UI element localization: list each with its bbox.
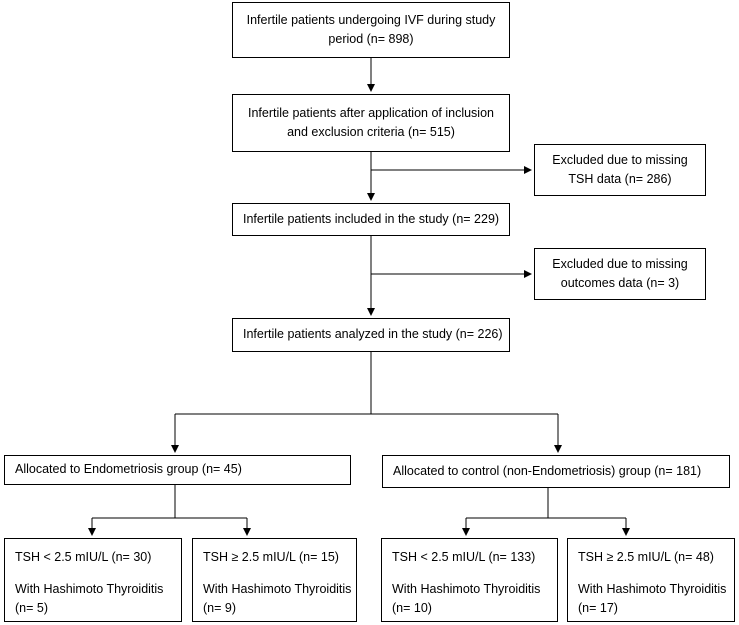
- screened-box: Infertile patients undergoing IVF during…: [232, 2, 510, 58]
- control-group-label: Allocated to control (non-Endometriosis)…: [393, 463, 702, 478]
- control-group-box: Allocated to control (non-Endometriosis)…: [382, 455, 730, 488]
- endo-low-tsh-count: TSH < 2.5 mIU/L (n= 30): [15, 550, 152, 564]
- included-box: Infertile patients included in the study…: [232, 203, 510, 236]
- control-low-hashimoto-count: (n= 10): [392, 600, 432, 615]
- analyzed-label: Infertile patients analyzed in the study…: [243, 327, 503, 342]
- excluded-tsh-box: Excluded due to missing TSH data (n= 286…: [534, 144, 706, 196]
- endo-low-hashimoto-count: (n= 5): [15, 600, 49, 615]
- control-high-tsh-count: TSH ≥ 2.5 mIU/L (n= 48): [578, 550, 714, 564]
- eligible-box: Infertile patients after application of …: [232, 94, 510, 152]
- control-low-hashimoto-label: With Hashimoto Thyroiditis: [392, 581, 541, 596]
- control-high-hashimoto-label: With Hashimoto Thyroiditis: [578, 581, 727, 596]
- excluded-tsh-line-1: Excluded due to missing: [552, 152, 688, 167]
- endo-high-tsh-count: TSH ≥ 2.5 mIU/L (n= 15): [203, 550, 339, 564]
- endometriosis-group-box: Allocated to Endometriosis group (n= 45): [4, 455, 351, 485]
- eligible-line-1: Infertile patients after application of …: [248, 105, 494, 120]
- excluded-outcomes-box: Excluded due to missing outcomes data (n…: [534, 248, 706, 300]
- screened-line-2: period (n= 898): [328, 32, 414, 46]
- control-low-tsh-count: TSH < 2.5 mIU/L (n= 133): [392, 550, 536, 564]
- endometriosis-group-label: Allocated to Endometriosis group (n= 45): [15, 462, 242, 477]
- screened-line-1: Infertile patients undergoing IVF during…: [246, 12, 496, 27]
- eligible-line-2: and exclusion criteria (n= 515): [287, 125, 455, 139]
- included-label: Infertile patients included in the study…: [243, 211, 500, 226]
- endo-high-tsh-box: TSH ≥ 2.5 mIU/L (n= 15) With Hashimoto T…: [192, 538, 357, 622]
- endo-high-hashimoto-label: With Hashimoto Thyroiditis: [203, 581, 352, 596]
- endo-high-hashimoto-count: (n= 9): [203, 600, 237, 615]
- excluded-tsh-line-2: TSH data (n= 286): [568, 172, 672, 186]
- control-low-tsh-box: TSH < 2.5 mIU/L (n= 133) With Hashimoto …: [381, 538, 558, 622]
- excluded-outcomes-line-1: Excluded due to missing: [552, 256, 688, 271]
- excluded-outcomes-line-2: outcomes data (n= 3): [560, 276, 680, 290]
- control-high-tsh-box: TSH ≥ 2.5 mIU/L (n= 48) With Hashimoto T…: [567, 538, 735, 622]
- control-high-hashimoto-count: (n= 17): [578, 600, 618, 615]
- endo-low-tsh-box: TSH < 2.5 mIU/L (n= 30) With Hashimoto T…: [4, 538, 182, 622]
- endo-low-hashimoto-label: With Hashimoto Thyroiditis: [15, 581, 164, 596]
- analyzed-box: Infertile patients analyzed in the study…: [232, 318, 510, 352]
